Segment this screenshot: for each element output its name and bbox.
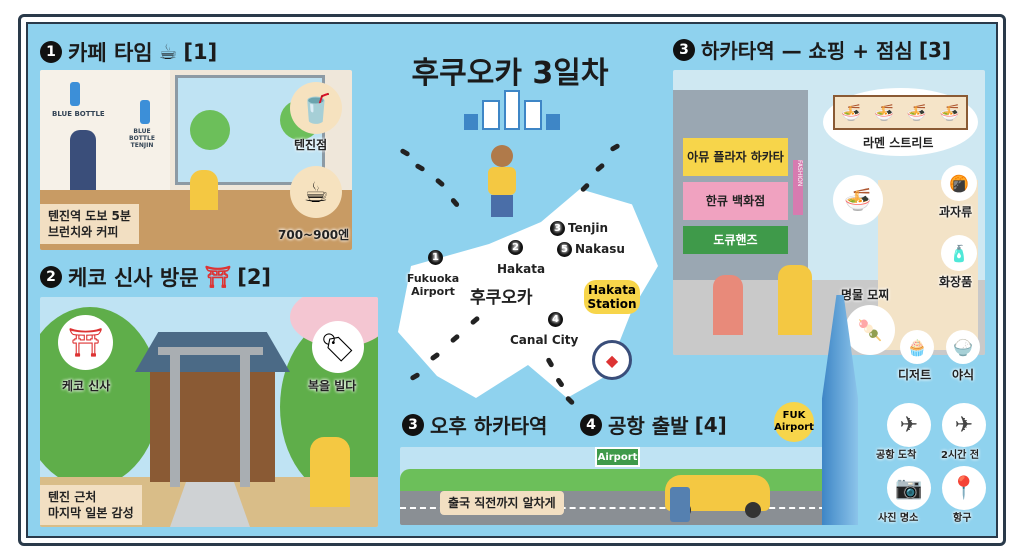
map-point-label: Hakata — [497, 262, 546, 276]
map-point-label: Fukuoka Airport — [406, 272, 460, 298]
store-sign-hankyu: 한큐 백화점 — [683, 182, 788, 220]
torii-gate-icon: ⛩ — [58, 315, 113, 370]
tip-label: 공항 도착 — [876, 450, 917, 461]
vertical-sign: FASHION — [793, 160, 803, 215]
item-label: 과자류 — [939, 205, 973, 219]
section3-title: 하카타역 — 쇼핑 + 점심 — [701, 39, 913, 63]
shopper-character — [713, 275, 743, 335]
airport-road-sign: Airport — [595, 447, 640, 467]
caption-line: 텐진 근처 — [48, 490, 97, 504]
section1-title: 카페 타임 — [68, 41, 153, 65]
pin-number: 4 — [548, 312, 563, 327]
airport-road-illustration: Airport 출국 직전까지 알차게 — [400, 447, 855, 525]
station-badge: Hakata Station — [584, 280, 640, 314]
item-label: 화장품 — [939, 275, 973, 289]
store-sign-tokyu-hands: 도큐핸즈 — [683, 226, 788, 254]
map-city-label: 후쿠오카 — [470, 288, 533, 308]
store-sign-amu-plaza: 아뮤 플라자 하카타 — [683, 138, 788, 176]
bubble-label: 케코 신사 — [62, 379, 111, 393]
section3b-heading: 3 오후 하카타역 — [402, 410, 547, 439]
late-night-snack-icon: 🍚 — [946, 330, 980, 364]
tip-label: 2시간 전 — [941, 450, 980, 461]
airplane-icon: ✈ — [887, 403, 931, 447]
bubble-label: 텐진점 — [294, 138, 328, 152]
suitcase-icon — [670, 487, 690, 522]
mochi-label: 명물 모찌 — [841, 288, 890, 302]
caption-line: 마지막 일본 감성 — [48, 506, 134, 520]
shopping-illustration: 아뮤 플라자 하카타 한큐 백화점 도큐핸즈 FASHION 🍜🍜🍜🍜 라멘 스… — [673, 70, 985, 355]
ramen-street-label: 라멘 스트리트 — [863, 136, 934, 150]
fuk-airport-badge: FUK Airport — [774, 402, 814, 442]
section3-heading: 3 하카타역 — 쇼핑 + 점심 [3] — [673, 35, 951, 64]
item-label: 야식 — [952, 368, 975, 382]
ramen-bowl-icon: 🍜 — [833, 175, 883, 225]
map-point-label: Tenjin — [568, 221, 609, 235]
shrine-illustration: ⛩ 케코 신사 🏷 복을 빌다 텐진 근처 마지막 일본 감성 — [40, 297, 378, 527]
takeout-cup-icon: 🥤 — [290, 82, 342, 134]
store-sign: BLUE BOTTLE TENJIN — [129, 128, 155, 149]
compass-icon: ◆ — [592, 340, 632, 380]
pin-number: 2 — [508, 240, 523, 255]
traveler-character — [485, 145, 519, 225]
section3-ref: [3] — [918, 37, 952, 62]
cosmetics-icon: 🧴 — [941, 235, 977, 271]
store-sign: BLUE BOTTLE — [52, 110, 105, 118]
camera-icon: 📷 — [887, 466, 931, 510]
section4-heading: 4 공항 출발 [4] — [580, 410, 727, 439]
ramen-bowls-icon: 🍜🍜🍜🍜 — [833, 95, 968, 130]
bubble-label: 700~900엔 — [278, 228, 350, 242]
section3b-title: 오후 하카타역 — [430, 414, 548, 438]
location-pin-icon: 📍 — [942, 466, 986, 510]
item-label: 디저트 — [898, 368, 932, 382]
section2-ref: [2] — [237, 265, 272, 289]
bubble-label: 복을 빌다 — [308, 379, 357, 393]
section1-ref: [1] — [183, 40, 218, 64]
section4-ref: [4] — [694, 412, 727, 437]
section2-title: 케코 신사 방문 — [68, 266, 199, 290]
step-number: 2 — [40, 266, 62, 288]
step-number: 1 — [40, 41, 62, 63]
caption-line: 텐진역 도보 5분 — [48, 209, 131, 223]
coffee-mug-icon: ☕ — [290, 166, 342, 218]
caption-line: 브런치와 커피 — [48, 225, 119, 239]
pin-number: 5 — [557, 242, 572, 257]
plane-icon: ✈ — [942, 403, 986, 447]
cafe-illustration: BLUE BOTTLE BLUE BOTTLE TENJIN 텐진역 도보 5분… — [40, 70, 352, 250]
step-number: 3 — [673, 38, 695, 61]
snack-icon: 🍘 — [941, 165, 977, 201]
pin-number: 3 — [550, 221, 565, 236]
map-point: 4 — [548, 312, 566, 327]
section1-heading: 1 카페 타임 ☕ [1] — [40, 37, 217, 67]
mochi-box-icon: 🍡 — [845, 305, 895, 355]
road-caption: 출국 직전까지 알차게 — [440, 491, 564, 515]
map-point: 1 — [428, 250, 446, 265]
map-point: 2 — [508, 240, 526, 255]
city-skyline-icon — [452, 90, 572, 130]
tip-label: 항구 — [953, 513, 972, 524]
step-number: 4 — [580, 413, 602, 436]
map-point-label: Canal City — [510, 333, 579, 347]
map-point-label: Nakasu — [575, 242, 625, 256]
dessert-icon: 🧁 — [900, 330, 934, 364]
shrine-caption: 텐진 근처 마지막 일본 감성 — [40, 485, 142, 525]
section4-title: 공항 출발 — [608, 414, 689, 438]
shopper-character — [778, 265, 812, 335]
coffee-cup-icon: ☕ — [158, 40, 178, 64]
omamori-charm-icon: 🏷 — [312, 321, 364, 373]
pin-number: 1 — [428, 250, 443, 265]
torii-gate-icon: ⛩ — [204, 264, 232, 289]
step-number: 3 — [402, 413, 424, 436]
section2-heading: 2 케코 신사 방문 ⛩ [2] — [40, 262, 271, 292]
page-title: 후쿠오카 3일차 — [411, 56, 609, 91]
tip-label: 사진 명소 — [878, 513, 919, 524]
cafe-caption: 텐진역 도보 5분 브런치와 커피 — [40, 204, 139, 244]
